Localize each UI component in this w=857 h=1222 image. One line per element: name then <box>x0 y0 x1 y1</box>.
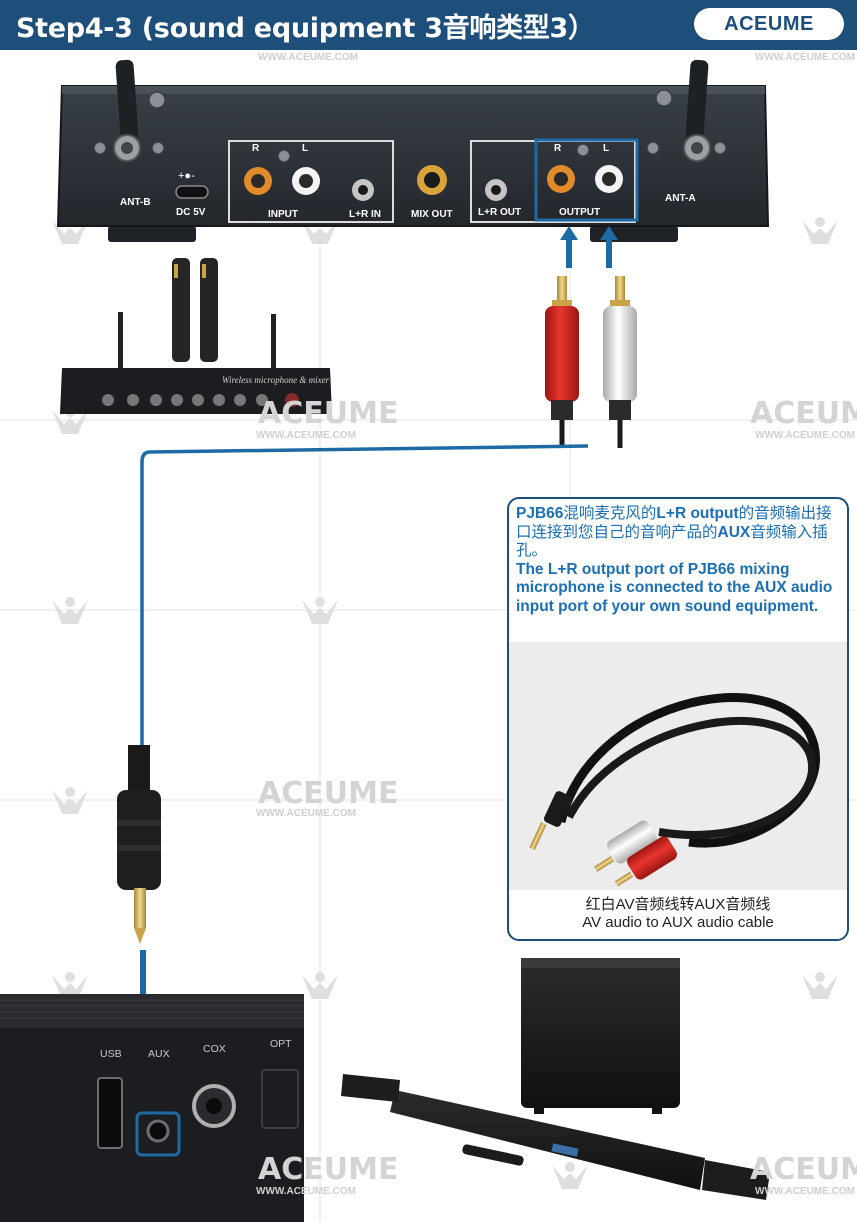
opt-label: OPT <box>270 1038 292 1050</box>
input-group-frame <box>228 140 394 223</box>
usb-label: USB <box>100 1048 122 1060</box>
brand-logo: ACEUME <box>694 8 844 40</box>
signal-path-line <box>140 444 589 745</box>
svg-text:+●-: +●- <box>178 170 195 182</box>
info-model: PJB66 <box>516 505 564 522</box>
lr-in-label: L+R IN <box>349 209 381 220</box>
rca-output-r-icon <box>547 165 575 193</box>
mixer-device-icon <box>60 258 332 414</box>
header-bar: Step4-3 (sound equipment 3音响类型3） ACEUME <box>0 0 857 50</box>
device-back-panel: +●- <box>56 59 770 242</box>
rca-output-l-icon <box>595 165 623 193</box>
input-label: INPUT <box>268 209 298 220</box>
arrow-up-icons <box>560 226 618 268</box>
ant-a-label: ANT-A <box>665 193 696 204</box>
aux-plug-icon <box>117 745 161 944</box>
info-en: The L+R output port of PJB66 mixing micr… <box>516 560 833 615</box>
lr-in-jack-icon <box>352 179 374 201</box>
watermark-url: WWW.ACEUME.COM <box>256 808 356 819</box>
info-text: PJB66混响麦克风的L+R output的音频输出接口连接到您自己的音响产品的… <box>516 505 840 616</box>
cable-caption: 红白AV音频线转AUX音频线 AV audio to AUX audio cab… <box>509 896 847 932</box>
mixer-label: Wireless microphone & mixer <box>222 375 330 385</box>
info-cn-3: 音频输入插孔。 <box>516 523 828 560</box>
output-label: OUTPUT <box>559 207 601 218</box>
watermark-brand: ACEUME <box>750 1152 857 1187</box>
info-port-name: L+R output <box>656 505 739 522</box>
aux-label: AUX <box>148 1048 170 1060</box>
usb-port-icon <box>97 1077 123 1149</box>
subwoofer-icon <box>521 958 680 1114</box>
watermark-url: WWW.ACEUME.COM <box>755 1186 855 1197</box>
dc-label: DC 5V <box>176 207 206 218</box>
soundbar-ports-panel <box>0 994 304 1222</box>
watermark-url: WWW.ACEUME.COM <box>258 52 358 63</box>
cox-label: COX <box>203 1043 226 1055</box>
rca-input-r-icon <box>244 167 272 195</box>
rca-red-plug-icon <box>545 276 579 420</box>
caption-cn: 红白AV音频线转AUX音频线 <box>585 896 771 913</box>
antenna-b-icon <box>113 59 141 162</box>
rca-white-plug-icon <box>603 276 637 420</box>
watermark-brand: ACEUME <box>258 1152 399 1187</box>
input-r-label: R <box>252 143 260 154</box>
watermark-brand: ACEUME <box>258 776 399 811</box>
info-aux: AUX <box>717 523 751 541</box>
lr-out-label: L+R OUT <box>478 207 522 218</box>
watermark-url: WWW.ACEUME.COM <box>755 430 855 441</box>
output-r-label: R <box>554 143 562 154</box>
ant-b-label: ANT-B <box>120 197 151 208</box>
watermark-url: WWW.ACEUME.COM <box>256 1186 356 1197</box>
watermark-url: WWW.ACEUME.COM <box>256 430 356 441</box>
lr-out-jack-icon <box>485 179 507 201</box>
soundbar-icon <box>341 1074 770 1200</box>
info-cn-2: 的音频输出接口连接到您自己的音响产品的 <box>516 505 832 541</box>
cable-photo <box>509 642 847 890</box>
caption-en: AV audio to AUX audio cable <box>582 914 774 931</box>
antenna-a-icon <box>683 59 711 162</box>
page-title: Step4-3 (sound equipment 3音响类型3） <box>16 13 595 44</box>
dc-port-icon <box>175 185 209 199</box>
output-highlight-frame <box>534 138 639 222</box>
info-cn-1: 混响麦克风的 <box>563 505 657 522</box>
watermark-brand: ACEUME <box>750 396 857 431</box>
info-box: PJB66混响麦克风的L+R output的音频输出接口连接到您自己的音响产品的… <box>507 497 849 941</box>
mix-out-label: MIX OUT <box>411 209 453 220</box>
mix-out-jack-icon <box>417 165 447 195</box>
output-l-label: L <box>603 143 610 154</box>
rca-input-l-icon <box>292 167 320 195</box>
watermark-brand: ACEUME <box>258 396 399 431</box>
opt-port-icon <box>261 1069 299 1129</box>
remote-icon <box>462 1144 524 1166</box>
watermark-url: WWW.ACEUME.COM <box>755 52 855 63</box>
input-l-label: L <box>302 143 309 154</box>
aux-highlight-frame <box>135 1111 181 1157</box>
aux-port-icon <box>146 1119 170 1143</box>
